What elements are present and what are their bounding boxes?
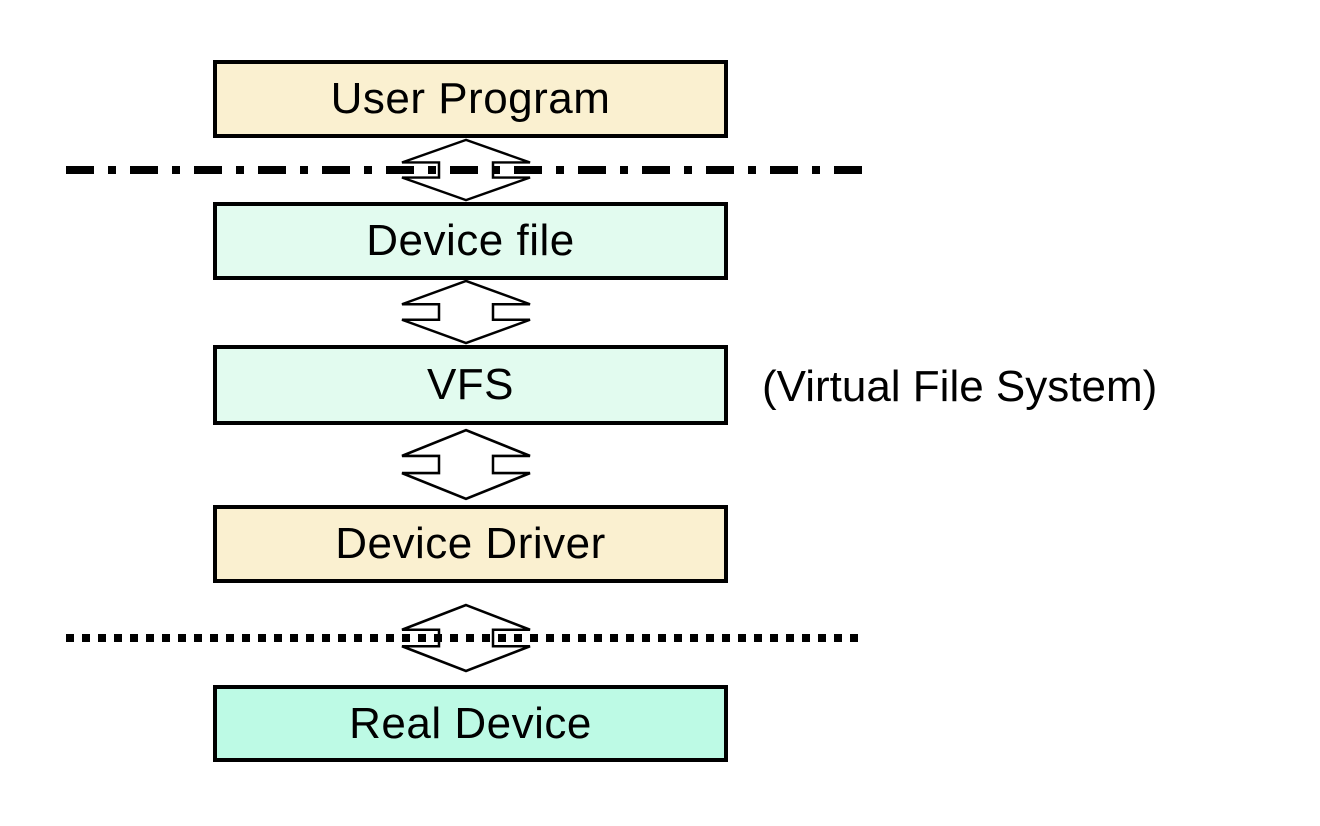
layer-label-device-driver: Device Driver: [335, 519, 606, 568]
updown-arrow-icon-3: [400, 428, 532, 501]
layer-label-device-file: Device file: [366, 216, 575, 265]
updown-arrow-icon-1: [400, 138, 532, 202]
layer-box-user-program: User Program: [213, 60, 728, 138]
layer-box-vfs: VFS: [213, 345, 728, 425]
vfs-annotation-label: (Virtual File System): [762, 362, 1158, 411]
layer-label-user-program: User Program: [330, 74, 611, 123]
layer-label-vfs: VFS: [426, 360, 515, 409]
layer-box-device-driver: Device Driver: [213, 505, 728, 583]
updown-arrow-icon-2: [400, 279, 532, 345]
layer-box-device-file: Device file: [213, 202, 728, 280]
layer-box-real-device: Real Device: [213, 685, 728, 762]
updown-arrow-icon-4: [400, 603, 532, 673]
layer-label-real-device: Real Device: [349, 698, 592, 748]
